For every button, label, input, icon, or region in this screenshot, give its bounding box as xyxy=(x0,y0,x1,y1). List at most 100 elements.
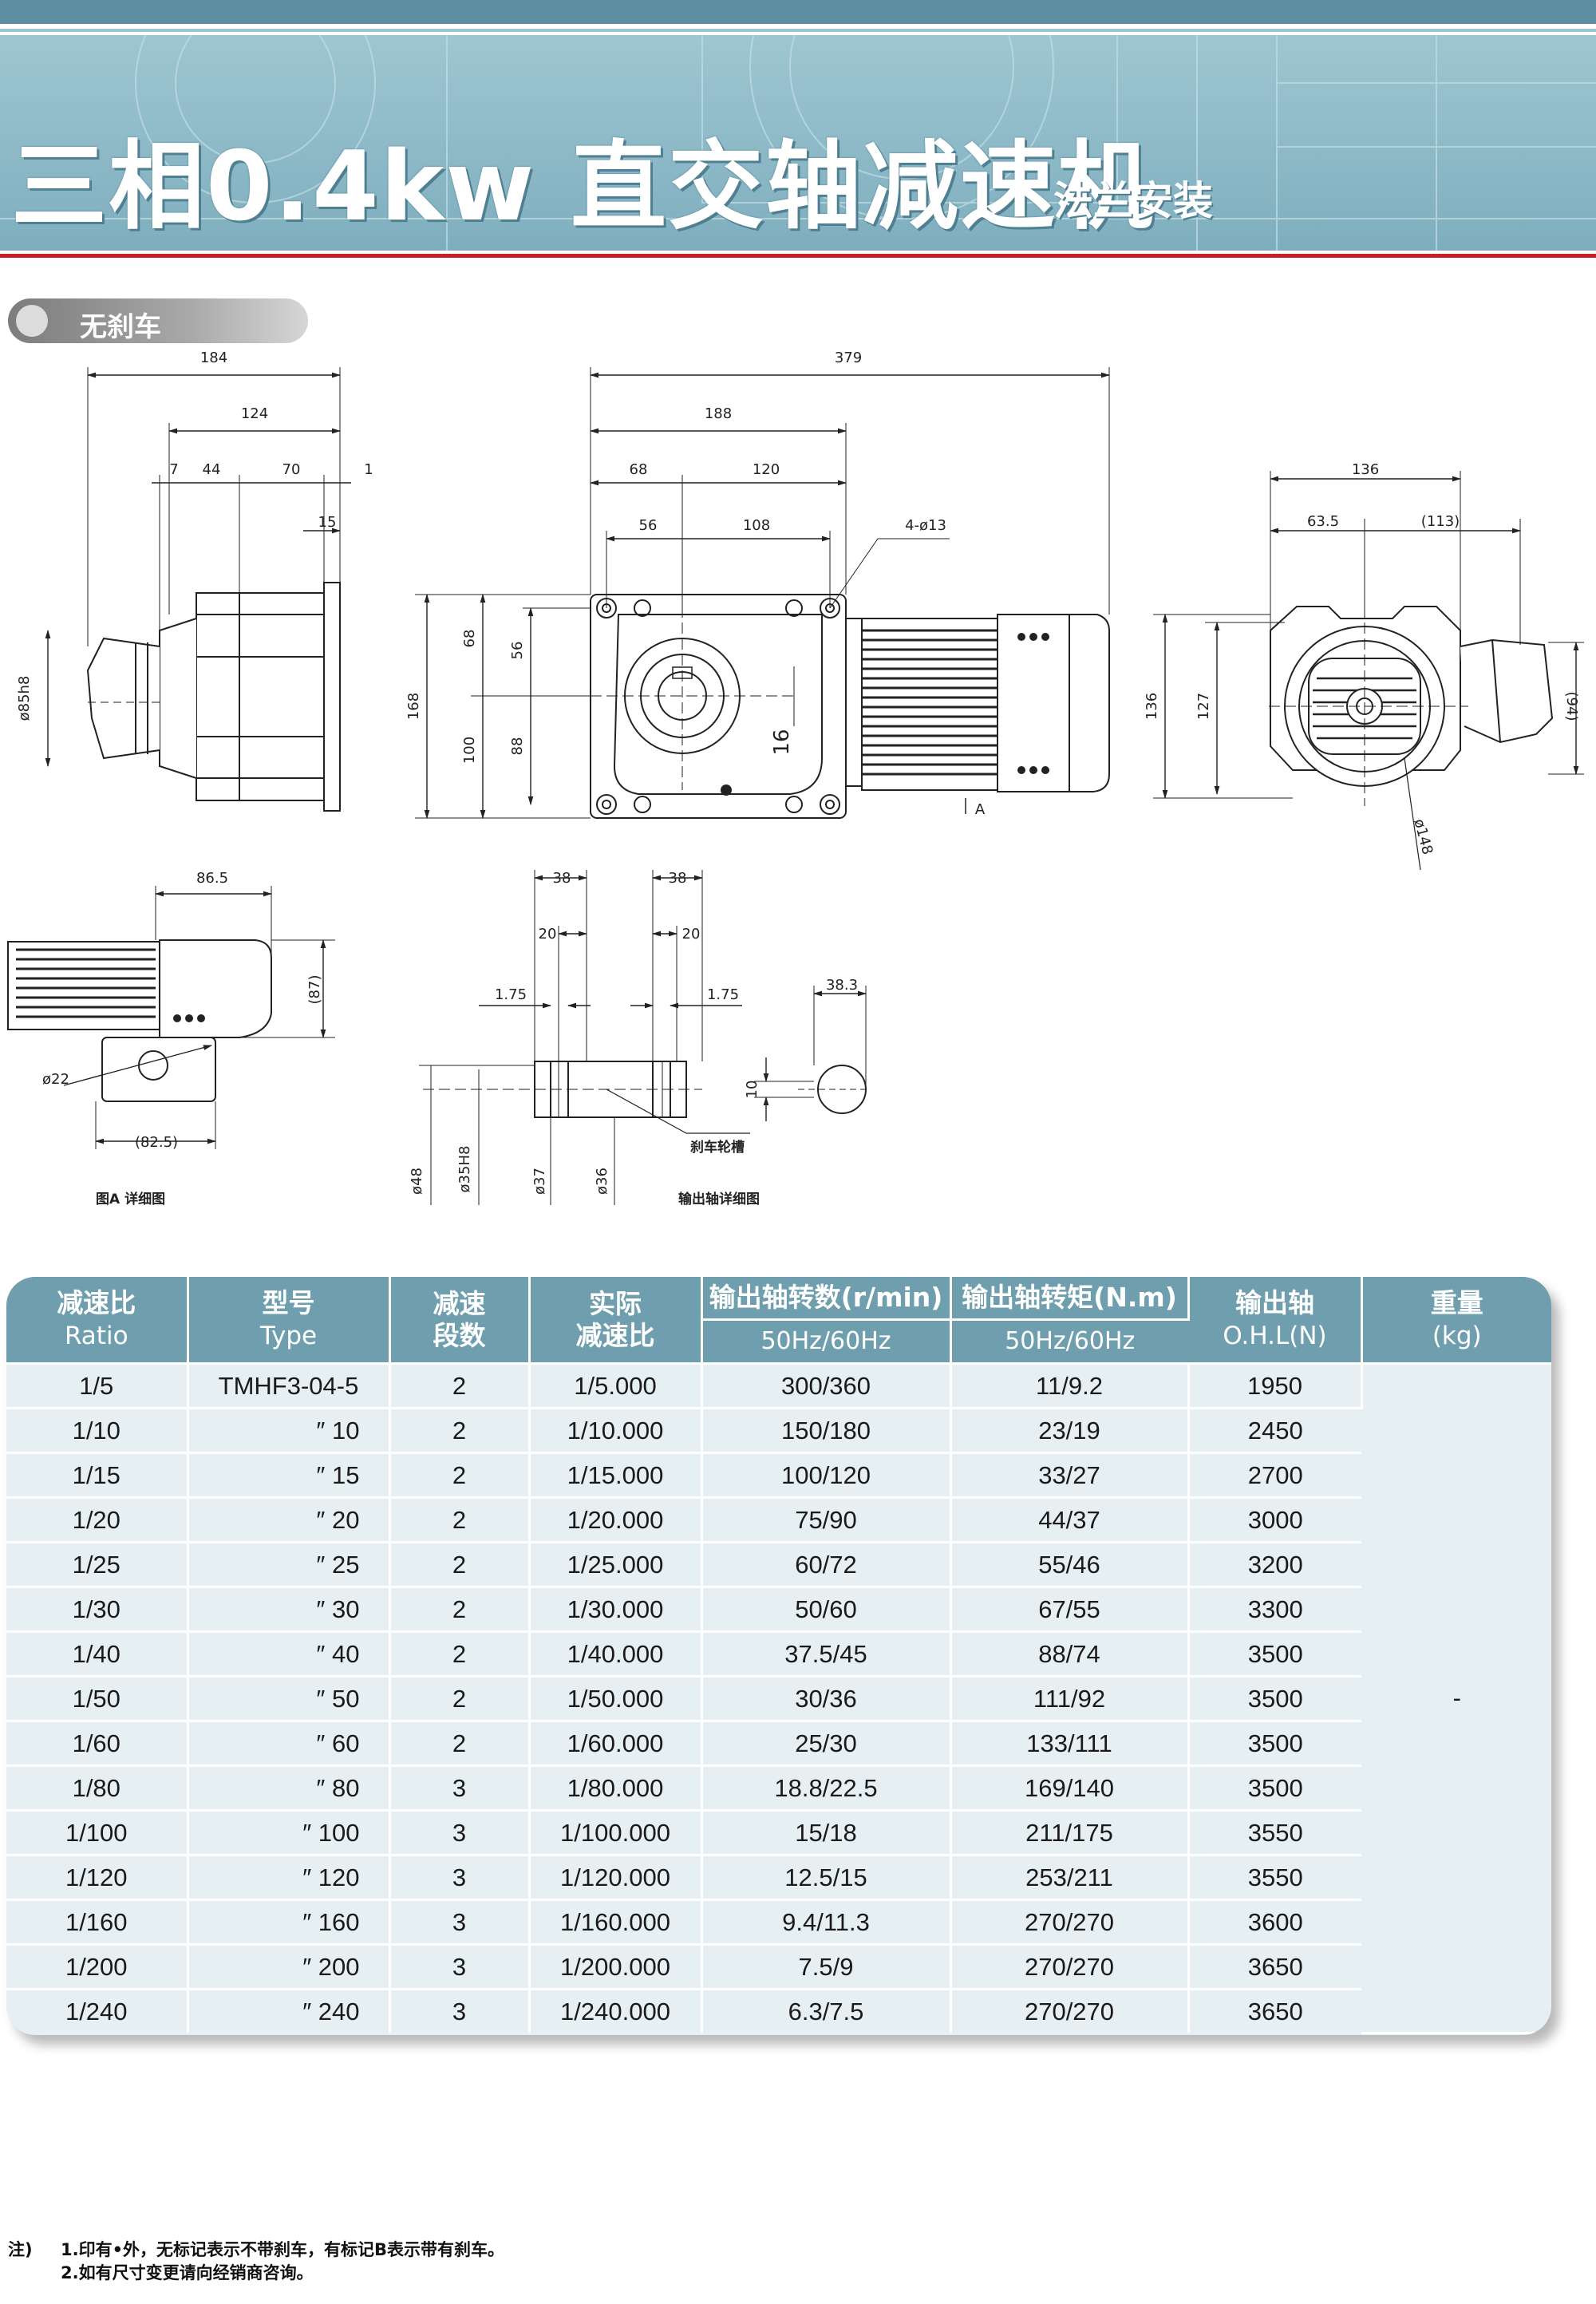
cell-ratio: 1/40 xyxy=(6,1631,189,1678)
dim-188: 188 xyxy=(705,405,732,422)
cell-ratio: 1/30 xyxy=(6,1587,189,1633)
fig-a-caption: 图A 详细图 xyxy=(96,1191,165,1207)
cell-model: ″ 30 xyxy=(188,1587,391,1633)
header-output-speed: 输出轴转数(r/min) xyxy=(701,1277,952,1321)
dim-v100: 100 xyxy=(461,737,478,764)
cell-ohl: 3650 xyxy=(1247,1997,1303,2025)
cell-ratio: 1/25 xyxy=(6,1542,189,1588)
cell-speed: 37.5/45 xyxy=(701,1631,952,1678)
dim-1: 1 xyxy=(364,461,373,478)
cell-stages: 3 xyxy=(389,1899,531,1946)
header-output-torque: 输出轴转矩(N.m) xyxy=(950,1277,1190,1321)
red-divider xyxy=(0,254,1596,258)
dim-38-right: 38 xyxy=(669,870,687,887)
cell-speed: 6.3/7.5 xyxy=(701,1989,952,2033)
cell-actual: 1/30.000 xyxy=(529,1587,703,1633)
cell-actual: 1/160.000 xyxy=(529,1899,703,1946)
note-line-2: 2.如有尺寸变更请向经销商咨询。 xyxy=(61,2263,314,2282)
cell-ratio: 1/200 xyxy=(6,1944,189,1990)
cell-speed: 7.5/9 xyxy=(701,1944,952,1990)
dim-20-right: 20 xyxy=(682,926,701,943)
side-view xyxy=(86,582,341,812)
cell-actual: 1/20.000 xyxy=(529,1497,703,1543)
cell-model: ″ 240 xyxy=(188,1989,391,2033)
cell-torque: 44/37 xyxy=(950,1497,1190,1543)
dim-168: 168 xyxy=(405,693,422,720)
dim-phi85h8: ø85h8 xyxy=(16,676,33,721)
cell-stages: 3 xyxy=(389,1944,531,1990)
notes-label: 注) xyxy=(8,2240,33,2259)
cell-actual: 1/25.000 xyxy=(529,1542,703,1588)
cell-ratio: 1/240 xyxy=(6,1989,189,2033)
cell-model: ″ 15 xyxy=(188,1452,391,1499)
cell-torque: 55/46 xyxy=(950,1542,1190,1588)
dim-86-5: 86.5 xyxy=(196,870,228,887)
cell-stages: 3 xyxy=(389,1855,531,1901)
cell-stages: 2 xyxy=(389,1363,531,1409)
dim-holes: 4-ø13 xyxy=(905,517,946,534)
cell-ratio: 1/80 xyxy=(6,1765,189,1812)
dim-1-75-left: 1.75 xyxy=(495,986,527,1003)
cell-torque: 211/175 xyxy=(950,1810,1190,1856)
dim-136: 136 xyxy=(1352,461,1379,478)
cell-model: ″ 10 xyxy=(188,1408,391,1454)
cell-speed: 9.4/11.3 xyxy=(701,1899,952,1946)
dim-phi48: ø48 xyxy=(409,1168,425,1195)
note-line-1: 1.印有•外，无标记表示不带刹车，有标记B表示带有刹车。 xyxy=(61,2240,505,2259)
top-color-band xyxy=(0,0,1596,24)
dim-184: 184 xyxy=(200,350,227,366)
cell-torque: 253/211 xyxy=(950,1855,1190,1901)
cell-ohl: 3000 xyxy=(1188,1497,1361,1543)
dim-108: 108 xyxy=(743,517,770,534)
header-torque-hz: 50Hz/60Hz xyxy=(950,1319,1188,1365)
dim-v127: 127 xyxy=(1195,693,1212,720)
dim-phi148: ø148 xyxy=(1410,817,1436,856)
technical-drawing: 184 124 7 44 70 1 15 ø85h8 379 188 68 12… xyxy=(7,350,1584,1207)
cell-stages: 2 xyxy=(389,1721,531,1767)
cell-ohl: 1950 xyxy=(1188,1363,1363,1409)
cell-torque: 133/111 xyxy=(950,1721,1190,1767)
cell-speed: 300/360 xyxy=(701,1363,952,1409)
cell-ohl: 3200 xyxy=(1188,1542,1361,1588)
cell-model: TMHF3-04-5 xyxy=(188,1363,391,1409)
cell-stages: 3 xyxy=(389,1765,531,1812)
dim-113: (113) xyxy=(1421,513,1460,530)
page-subtitle: 法兰安装 xyxy=(1053,178,1213,224)
dim-v10: 10 xyxy=(744,1081,760,1099)
dim-phi22: ø22 xyxy=(42,1071,69,1088)
cell-weight: - xyxy=(1361,1363,1551,2034)
dim-70: 70 xyxy=(282,461,301,478)
cell-ohl: 3500 xyxy=(1188,1631,1361,1678)
cell-ohl: 3550 xyxy=(1188,1810,1361,1856)
cell-ratio: 1/160 xyxy=(6,1899,189,1946)
cell-actual: 1/5.000 xyxy=(529,1363,703,1409)
cell-torque: 270/270 xyxy=(950,1989,1190,2033)
output-shaft-view xyxy=(423,1061,867,1134)
front-view xyxy=(590,594,1110,819)
cell-ratio: 1/10 xyxy=(6,1408,189,1454)
cell-ratio: 1/15 xyxy=(6,1452,189,1499)
dim-7: 7 xyxy=(169,461,178,478)
cell-torque: 270/270 xyxy=(950,1899,1190,1946)
cell-stages: 2 xyxy=(389,1631,531,1678)
cell-ohl: 3500 xyxy=(1188,1721,1361,1767)
dim-phi35h8: ø35H8 xyxy=(456,1146,473,1193)
cell-stages: 2 xyxy=(389,1587,531,1633)
cell-ratio: 1/60 xyxy=(6,1721,189,1767)
cell-speed: 18.8/22.5 xyxy=(701,1765,952,1812)
cell-model: ″ 160 xyxy=(188,1899,391,1946)
dim-124: 124 xyxy=(241,405,268,422)
dim-20-left: 20 xyxy=(539,926,557,943)
cell-torque: 88/74 xyxy=(950,1631,1190,1678)
view-a-label: A xyxy=(975,801,986,818)
dim-56: 56 xyxy=(639,517,658,534)
